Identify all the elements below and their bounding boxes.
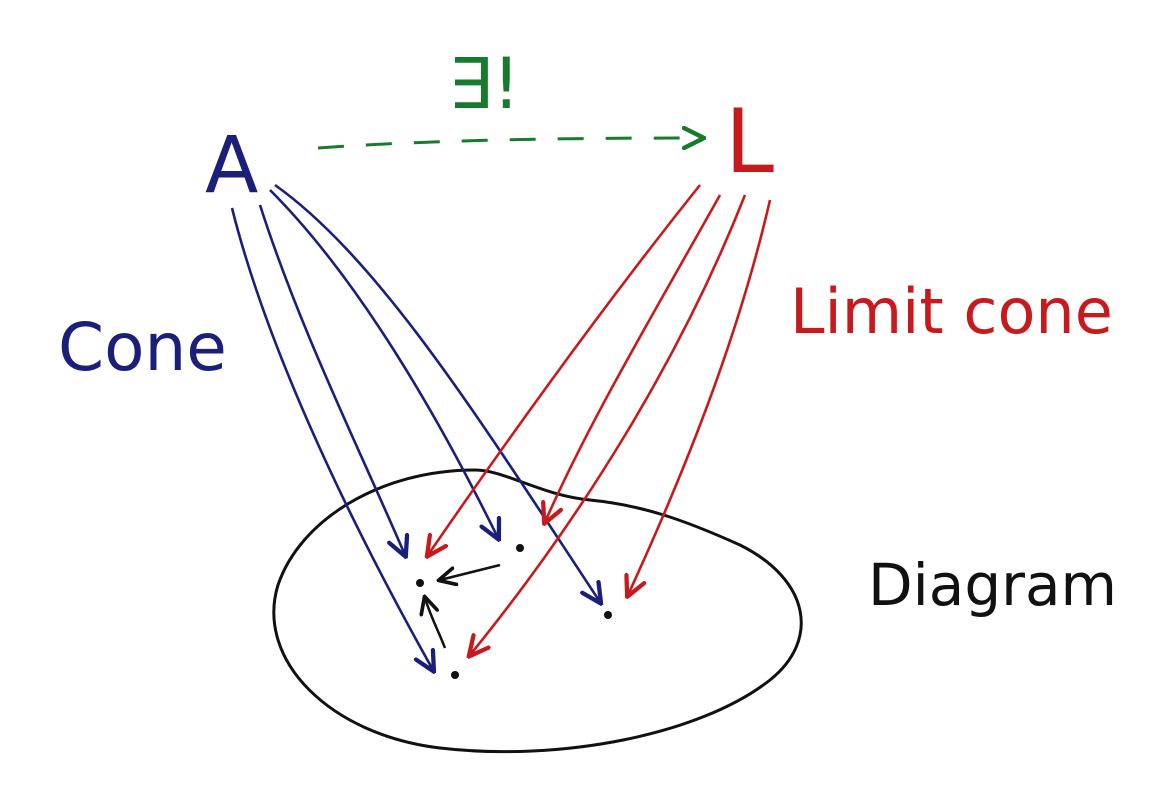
limit-cone-arrow-to-center xyxy=(545,194,722,522)
diagram-object-right xyxy=(604,611,612,619)
limit-cone-arrows xyxy=(428,184,772,655)
cone-arrows xyxy=(230,183,600,670)
cone-arrow-to-bottom xyxy=(230,207,433,670)
limit-cone-arrow-to-bottom xyxy=(470,194,747,655)
diagram-arrow-bottom-to-left xyxy=(425,598,447,649)
diagram-region xyxy=(272,468,803,754)
cone-label: Cone xyxy=(58,309,227,386)
diagram-arrow-center-to-left xyxy=(440,563,501,580)
cone-arrow-to-left xyxy=(258,204,405,555)
diagram-label: Diagram xyxy=(868,551,1117,619)
unique-morphism-label: ∃! xyxy=(448,43,520,125)
limit-cone-arrow-to-right xyxy=(628,199,772,595)
diagram-object-center xyxy=(516,544,524,552)
limit-cone-label: Limit cone xyxy=(790,275,1113,348)
limit-cone-arrow-to-left xyxy=(428,184,702,555)
diagram-object-left xyxy=(416,579,424,587)
diagram-object-bottom xyxy=(451,671,459,679)
apex-a-label: A xyxy=(205,121,258,211)
apex-l-label: L xyxy=(725,90,774,193)
unique-morphism-arrow xyxy=(317,138,702,148)
